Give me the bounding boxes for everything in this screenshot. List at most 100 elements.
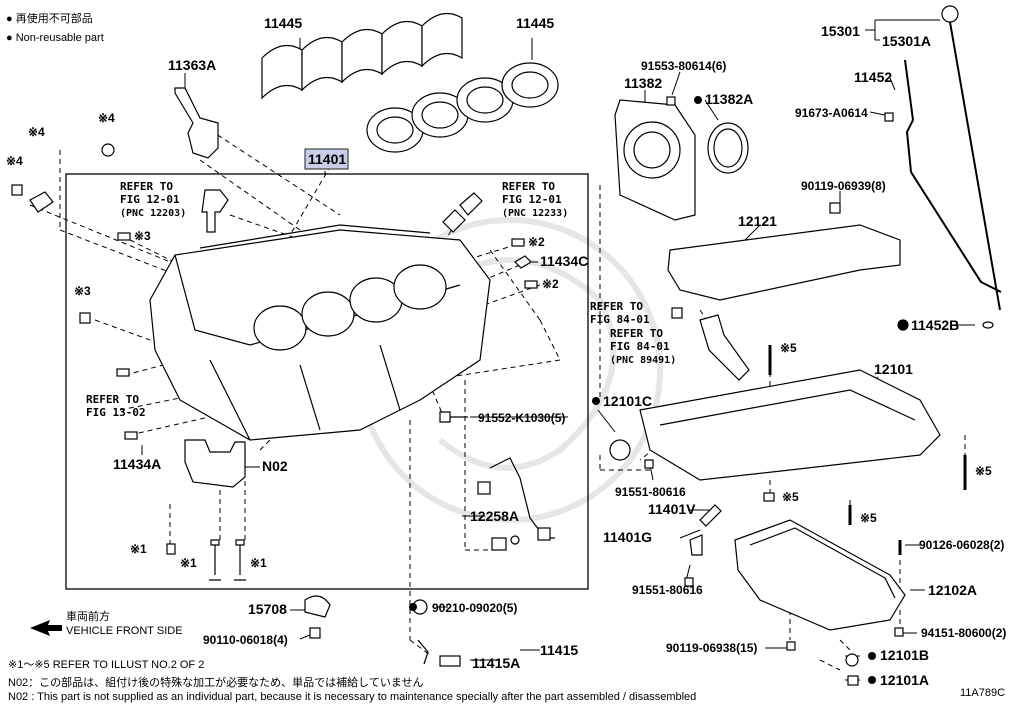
part-label: 11415A bbox=[472, 655, 520, 671]
refer-block: REFER TO bbox=[120, 180, 173, 193]
part-label: 15301A bbox=[882, 33, 931, 49]
pin-icon bbox=[124, 431, 138, 440]
ref-mark: ※1 bbox=[130, 542, 147, 556]
bolt-icon bbox=[829, 202, 841, 214]
ref-mark: ※5 bbox=[782, 490, 799, 504]
part-15708 bbox=[304, 595, 331, 618]
part-label-main: 11401 bbox=[308, 151, 346, 167]
plug-icon bbox=[537, 527, 551, 541]
washer-icon bbox=[510, 535, 520, 545]
pin-icon bbox=[117, 232, 131, 241]
part-label: 11434C bbox=[540, 253, 588, 269]
plug-icon bbox=[847, 675, 859, 686]
refer-block: FIG 84-01 bbox=[610, 340, 670, 353]
part-label: 12101A bbox=[880, 672, 929, 688]
part-label: 11452 bbox=[854, 69, 892, 85]
part-label: 91551-80616 bbox=[615, 485, 686, 499]
part-label: 12101 bbox=[874, 361, 913, 377]
refer-block: REFER TO bbox=[610, 327, 663, 340]
part-label: 15301 bbox=[821, 23, 860, 39]
part-label: 91553-80614(6) bbox=[641, 59, 726, 73]
bolt-icon bbox=[209, 539, 221, 581]
part-label: 90126-06028(2) bbox=[919, 538, 1004, 552]
ref-mark: ※4 bbox=[6, 154, 23, 168]
bearing-shells-upper bbox=[261, 12, 463, 100]
bolt-icon bbox=[684, 577, 694, 587]
drain-plug bbox=[689, 534, 703, 556]
part-label: 11445 bbox=[264, 15, 302, 31]
note-jp: N02：この部品は、組付け後の特殊な加工が必要なため、単品では補給していません bbox=[8, 675, 424, 689]
part-label: 11452B bbox=[911, 317, 959, 333]
ref-mark: ※4 bbox=[98, 111, 115, 125]
ref-mark: ※4 bbox=[28, 125, 45, 139]
part-label: 91551-80616 bbox=[632, 583, 703, 597]
oil-pan bbox=[639, 369, 941, 481]
part-label: 12121 bbox=[738, 213, 777, 229]
part-label: 12258A bbox=[470, 508, 519, 524]
plug-icon bbox=[491, 537, 507, 551]
cylinder-block bbox=[149, 224, 491, 441]
part-label: 11401G bbox=[603, 529, 652, 545]
ref-mark: ※3 bbox=[74, 284, 91, 298]
bearing-shells-lower bbox=[366, 62, 559, 153]
part-label: 11445 bbox=[516, 15, 554, 31]
ref-mark: ※3 bbox=[134, 229, 151, 243]
bolt-icon bbox=[884, 112, 894, 122]
ref-mark: ※2 bbox=[542, 277, 559, 291]
pipe-11415 bbox=[417, 639, 429, 665]
bracket-11363a bbox=[174, 87, 219, 159]
part-label: 11401V bbox=[648, 501, 696, 517]
part-label: 12101C bbox=[603, 393, 652, 409]
bolt-icon bbox=[234, 539, 246, 581]
figure-id: 11A789C bbox=[960, 687, 1005, 699]
refer-block: (PNC 89491) bbox=[610, 355, 676, 366]
sensor-12233 bbox=[442, 192, 483, 233]
refer-block: REFER TO bbox=[502, 180, 555, 193]
oring-icon bbox=[982, 321, 994, 329]
gasket-icon bbox=[845, 653, 859, 667]
plug-icon bbox=[699, 504, 722, 527]
part-label: 11382 bbox=[624, 75, 662, 91]
pin-icon bbox=[511, 238, 525, 247]
bolt-icon bbox=[79, 312, 91, 324]
oil-pan-lower bbox=[734, 519, 906, 631]
part-label: 90110-06018(4) bbox=[203, 633, 288, 647]
assembly-frame bbox=[65, 173, 589, 590]
dipstick-guide bbox=[904, 59, 1002, 293]
sensor-89491 bbox=[699, 314, 750, 381]
ref-mark: ※5 bbox=[780, 341, 797, 355]
bearing-cap-n02 bbox=[184, 439, 246, 488]
bolt-icon bbox=[786, 641, 796, 651]
refer-block: REFER TO bbox=[86, 393, 139, 406]
refer-block: FIG 84-01 bbox=[590, 313, 650, 326]
pin-icon bbox=[116, 368, 130, 377]
plug-icon bbox=[101, 143, 115, 157]
front-label-jp: 車両前方 bbox=[66, 609, 110, 623]
part-label: 91552-K1030(5) bbox=[478, 411, 565, 425]
nut-icon bbox=[763, 492, 775, 502]
part-label: 11434A bbox=[113, 456, 161, 472]
refer-block: (PNC 12203) bbox=[120, 208, 186, 219]
part-label: 90119-06939(8) bbox=[801, 179, 886, 193]
ref-mark: ※5 bbox=[975, 464, 992, 478]
plug-icon bbox=[439, 655, 461, 667]
part-label: 11363A bbox=[168, 57, 216, 73]
bolt-icon bbox=[671, 307, 683, 319]
pin-icon bbox=[166, 543, 176, 555]
part-label: 91673-A0614 bbox=[795, 106, 868, 120]
part-label: 11382A bbox=[705, 91, 753, 107]
part-label: 15708 bbox=[248, 601, 287, 617]
part-label: N02 bbox=[262, 458, 288, 474]
refer-block: FIG 12-01 bbox=[120, 193, 180, 206]
refer-block: FIG 12-01 bbox=[502, 193, 562, 206]
legend-en: ● Non-reusable part bbox=[6, 32, 104, 44]
bolt-icon bbox=[11, 184, 23, 196]
pin-icon bbox=[524, 280, 538, 289]
dipstick-ring bbox=[941, 5, 959, 23]
main-part-highlight bbox=[304, 148, 349, 170]
plug-icon bbox=[477, 481, 491, 495]
nut-icon bbox=[894, 627, 904, 637]
baffle-plate bbox=[667, 224, 901, 301]
